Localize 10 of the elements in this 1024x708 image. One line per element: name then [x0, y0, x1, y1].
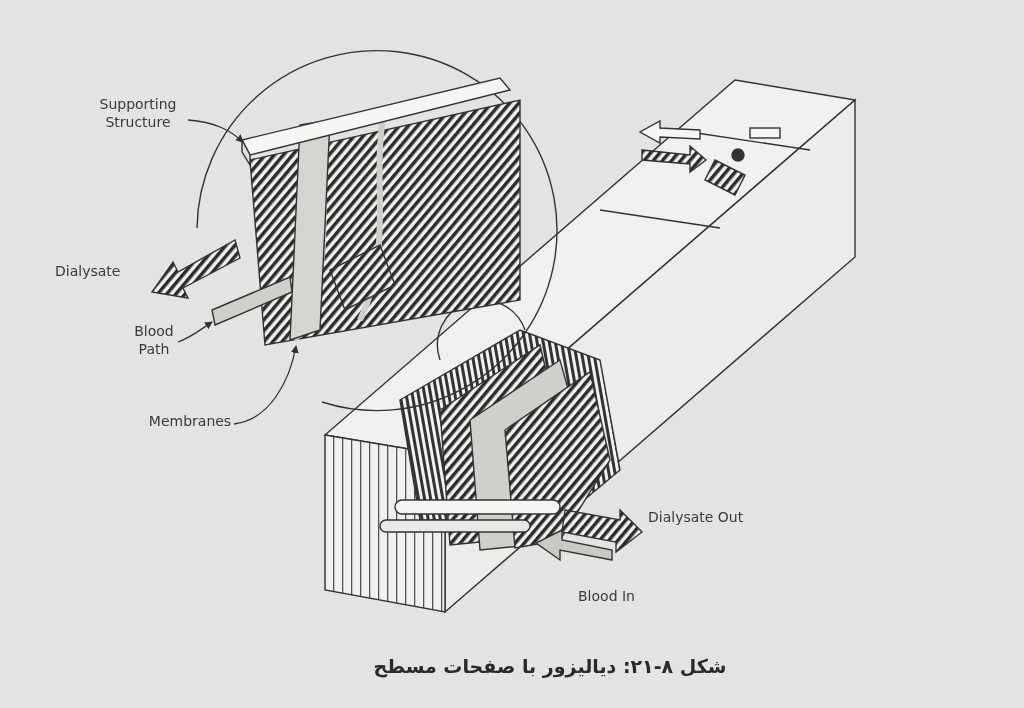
- flow-label: Dialysate Out: [648, 508, 744, 526]
- flow-label: Dialysate: [55, 262, 121, 280]
- callout-label: Supporting Structure: [88, 95, 188, 131]
- figure-caption: شکل ۸-۲۱: دیالیزور با صفحات مسطح: [372, 655, 728, 677]
- leader-line: [233, 345, 299, 425]
- flow-label: Blood In: [578, 587, 635, 605]
- leader-line: [187, 119, 244, 143]
- callout-label: Blood Path: [128, 322, 180, 358]
- callout-label: Membranes: [148, 412, 232, 430]
- leader-line: [177, 321, 213, 343]
